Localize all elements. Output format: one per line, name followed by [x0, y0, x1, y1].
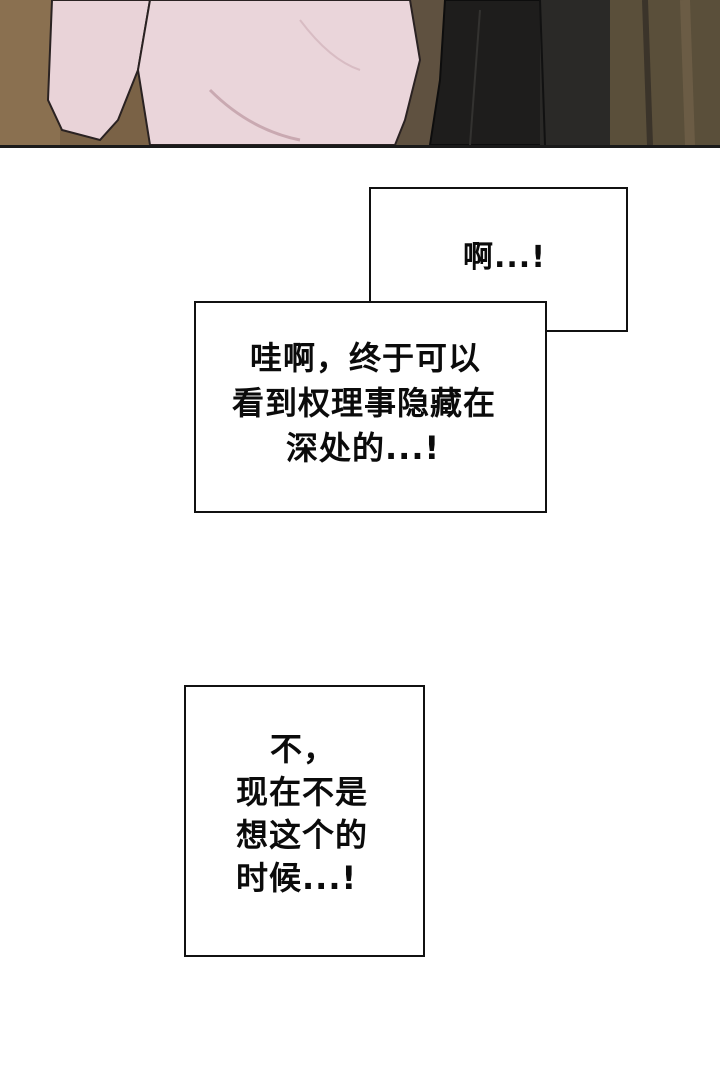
bubble-line-wow-3: 深处的...! — [286, 429, 441, 467]
top-illustration-panel — [0, 0, 720, 145]
speech-box-no — [184, 685, 425, 957]
bubble-text-exclaim: 啊...! — [463, 240, 546, 275]
speech-box-wow — [194, 301, 547, 513]
bubble-line-no-4: 时候...! — [236, 859, 358, 897]
pale-torso — [136, 0, 422, 145]
bubble-line-no-1: 不， — [270, 730, 337, 768]
panel-divider — [0, 145, 720, 148]
bubble-line-wow-2: 看到权理事隐藏在 — [232, 384, 497, 422]
artwork-crop — [0, 0, 720, 145]
bubble-line-no-3: 想这个的 — [236, 816, 369, 854]
bubble-line-no-2: 现在不是 — [236, 773, 369, 811]
overlap-mask — [371, 303, 545, 331]
bubble-line-wow-1: 哇啊，终于可以 — [250, 339, 482, 377]
speech-box-exclaim — [369, 187, 628, 332]
